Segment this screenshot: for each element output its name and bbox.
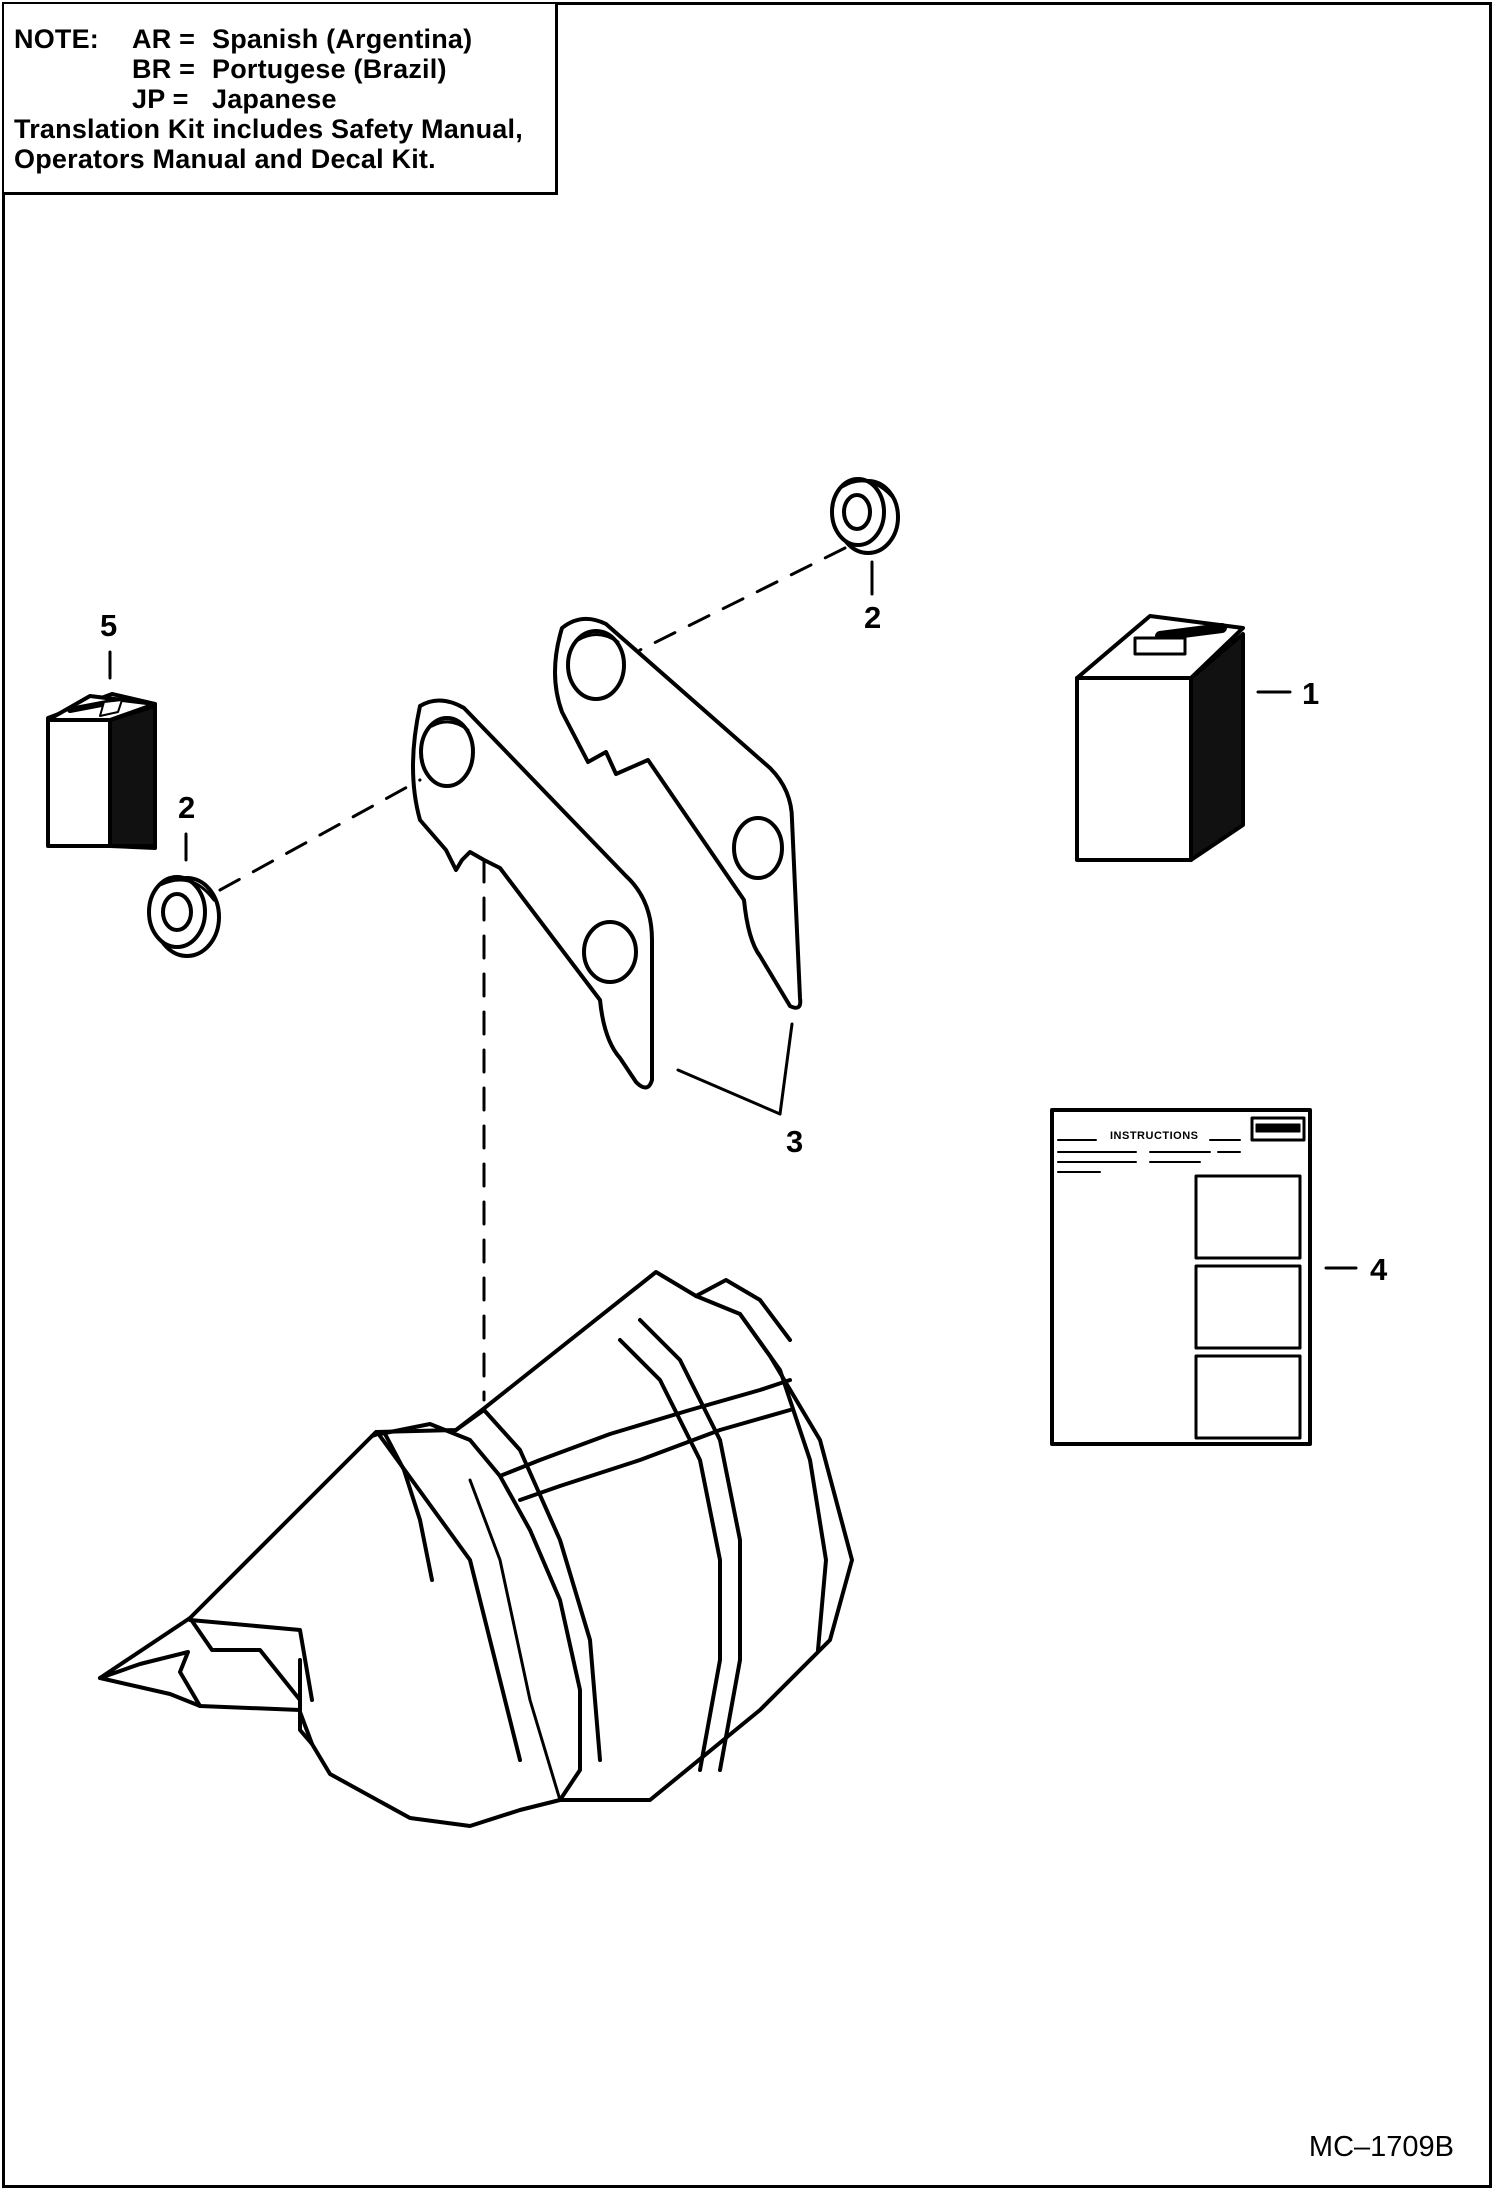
note-code-ar: AR = xyxy=(132,24,196,54)
note-language-jp: Japanese xyxy=(212,84,337,114)
ripper-plate-rear-item-3 xyxy=(553,616,803,1010)
note-code-br: BR = xyxy=(132,54,196,84)
assembly-lines xyxy=(218,546,847,1402)
callout-item-2-upper: 2 xyxy=(864,600,882,635)
note-language-br: Portugese (Brazil) xyxy=(212,54,447,84)
manual-small-item-5 xyxy=(46,692,157,850)
callout-item-2-lower: 2 xyxy=(178,790,196,825)
leader-lines xyxy=(108,560,1358,1270)
note-prefix: NOTE: xyxy=(14,24,99,54)
note-code-jp: JP = xyxy=(132,84,189,114)
instruction-sheet-title: INSTRUCTIONS xyxy=(1110,1130,1199,1142)
note-language-ar: Spanish (Argentina) xyxy=(212,24,473,54)
callout-item-4: 4 xyxy=(1370,1252,1388,1287)
ripper-plate-front-item-3 xyxy=(411,698,654,1090)
note-text-line-2: Operators Manual and Decal Kit. xyxy=(14,144,436,174)
instruction-sheet-item-4 xyxy=(1050,1108,1312,1446)
callout-item-3: 3 xyxy=(786,1124,804,1159)
note-box: NOTE: AR = Spanish (Argentina) BR = Port… xyxy=(4,4,558,195)
bushing-lower-item-2 xyxy=(147,875,221,958)
figure-id: MC–1709B xyxy=(1308,2131,1454,2163)
manual-large-item-1 xyxy=(1075,614,1245,862)
callout-item-5: 5 xyxy=(100,608,118,643)
bucket-body xyxy=(98,1270,854,1828)
callout-item-1: 1 xyxy=(1302,676,1320,711)
note-text-line-1: Translation Kit includes Safety Manual, xyxy=(14,114,523,144)
bushing-upper-item-2 xyxy=(830,477,900,555)
